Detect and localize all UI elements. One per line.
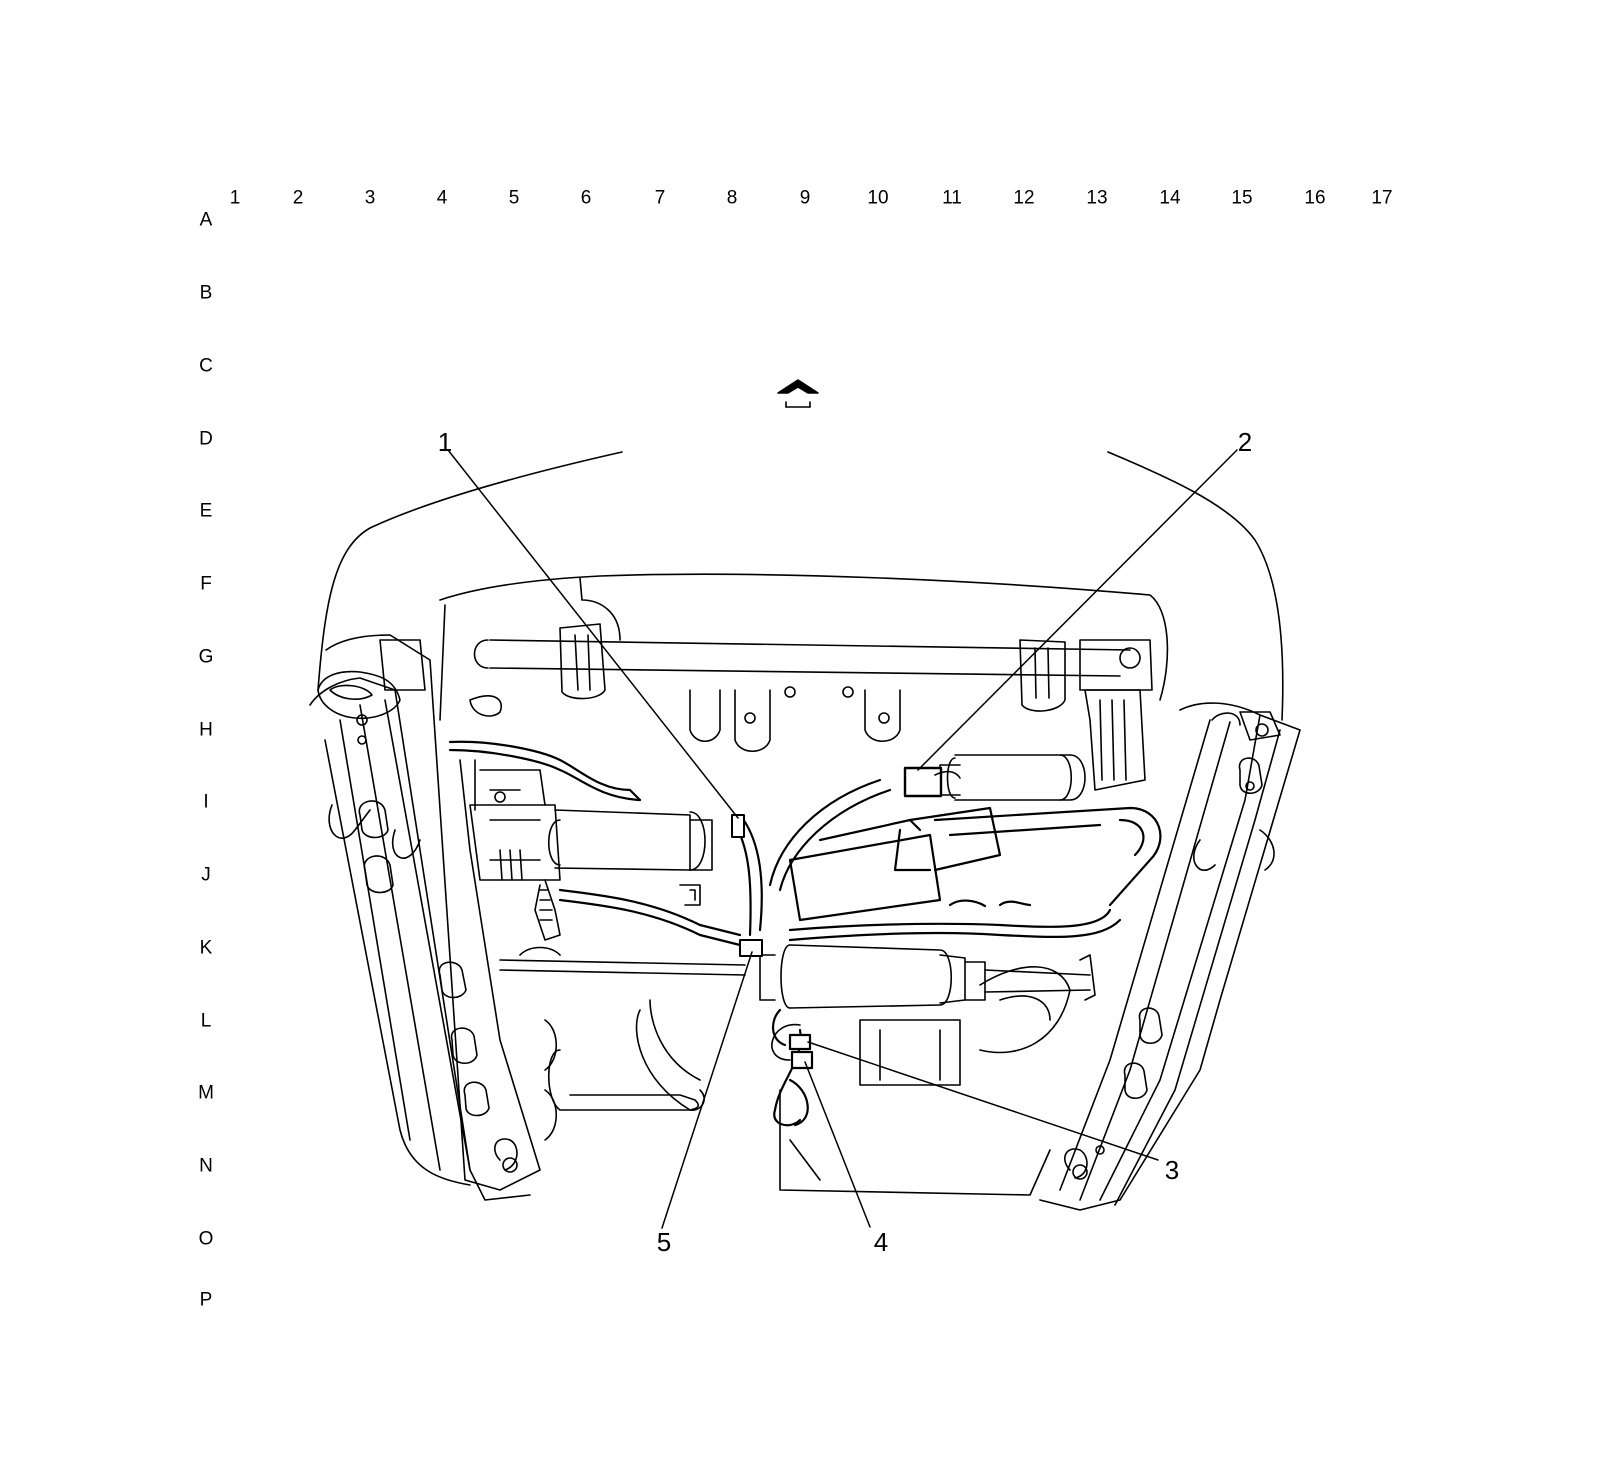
column-label: 10	[867, 187, 889, 209]
row-label: H	[199, 719, 213, 741]
column-label: 13	[1086, 187, 1108, 209]
row-label: D	[199, 428, 213, 450]
seat-cushion-outline	[318, 452, 1283, 720]
right-seat-motor	[940, 755, 1085, 800]
column-label: 16	[1304, 187, 1326, 209]
callout-3: 3	[1164, 1155, 1180, 1185]
callout-5: 5	[656, 1227, 672, 1257]
column-label: 6	[580, 187, 592, 209]
column-label: 15	[1231, 187, 1253, 209]
column-label: 3	[364, 187, 376, 209]
rear-cross-frame	[440, 574, 1167, 720]
column-label: 9	[799, 187, 811, 209]
column-label: 8	[726, 187, 738, 209]
connector-3	[790, 1035, 810, 1049]
center-seat-motor	[760, 945, 1095, 1008]
row-label: I	[203, 791, 209, 813]
row-label: B	[199, 282, 213, 304]
callout-4: 4	[873, 1227, 889, 1257]
row-label: N	[199, 1155, 213, 1177]
row-label: F	[200, 573, 212, 595]
row-label: M	[198, 1082, 214, 1104]
row-label: C	[199, 355, 213, 377]
column-label: 11	[942, 187, 962, 209]
row-label: P	[199, 1289, 213, 1311]
row-label: E	[199, 500, 213, 522]
connector-2	[905, 768, 941, 796]
row-label: K	[199, 937, 213, 959]
callout-1: 1	[437, 427, 453, 457]
column-label: 7	[654, 187, 666, 209]
right-seat-track	[1040, 703, 1300, 1210]
row-label: J	[201, 864, 211, 886]
connector-4	[792, 1052, 812, 1068]
column-label: 1	[229, 187, 241, 209]
column-label: 2	[292, 187, 304, 209]
row-label: G	[198, 646, 214, 668]
connector-1	[732, 815, 744, 837]
row-label: O	[198, 1228, 214, 1250]
column-label: 5	[508, 187, 520, 209]
callout-2: 2	[1237, 427, 1253, 457]
left-seat-track	[310, 635, 540, 1200]
row-label: A	[199, 209, 213, 231]
leader-lines	[448, 450, 1237, 1228]
column-label: 14	[1159, 187, 1181, 209]
column-label: 12	[1013, 187, 1035, 209]
left-seat-motor	[470, 760, 712, 940]
drive-cable-left	[500, 948, 745, 976]
column-label: 4	[436, 187, 448, 209]
front-arrow-icon	[778, 380, 818, 407]
column-label: 17	[1371, 187, 1393, 209]
wiring-harness	[450, 742, 1160, 1125]
row-label: L	[200, 1010, 212, 1032]
